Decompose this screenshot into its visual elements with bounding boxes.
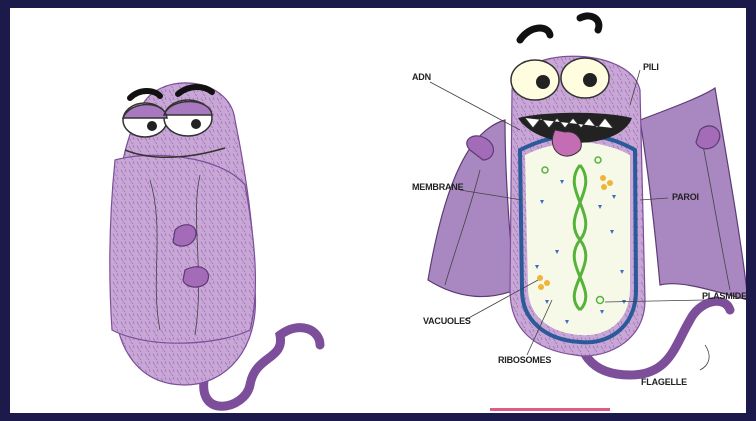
- label-paroi: PAROI: [672, 192, 699, 202]
- label-membrane: MEMBRANE: [412, 182, 464, 192]
- labeled-bacterium: ADN PILI MEMBRANE PAROI PLASMIDE VACUOLE…: [412, 16, 746, 387]
- diagram-canvas: ADN PILI MEMBRANE PAROI PLASMIDE VACUOLE…: [10, 8, 746, 413]
- label-vacuoles: VACUOLES: [423, 316, 471, 326]
- bacteria-illustration: ADN PILI MEMBRANE PAROI PLASMIDE VACUOLE…: [10, 8, 746, 413]
- bottom-accent: [490, 408, 610, 411]
- grumpy-bacterium: [110, 83, 320, 406]
- right-eye-1: [511, 60, 559, 100]
- left-hand-2: [183, 267, 208, 287]
- label-ribosomes: RIBOSOMES: [498, 355, 551, 365]
- left-cloak: [110, 155, 256, 343]
- label-flagelle: FLAGELLE: [641, 377, 687, 387]
- label-pili: PILI: [643, 62, 659, 72]
- label-plasmide: PLASMIDE: [702, 291, 746, 301]
- right-eyebrows: [520, 16, 599, 40]
- label-adn: ADN: [412, 72, 431, 82]
